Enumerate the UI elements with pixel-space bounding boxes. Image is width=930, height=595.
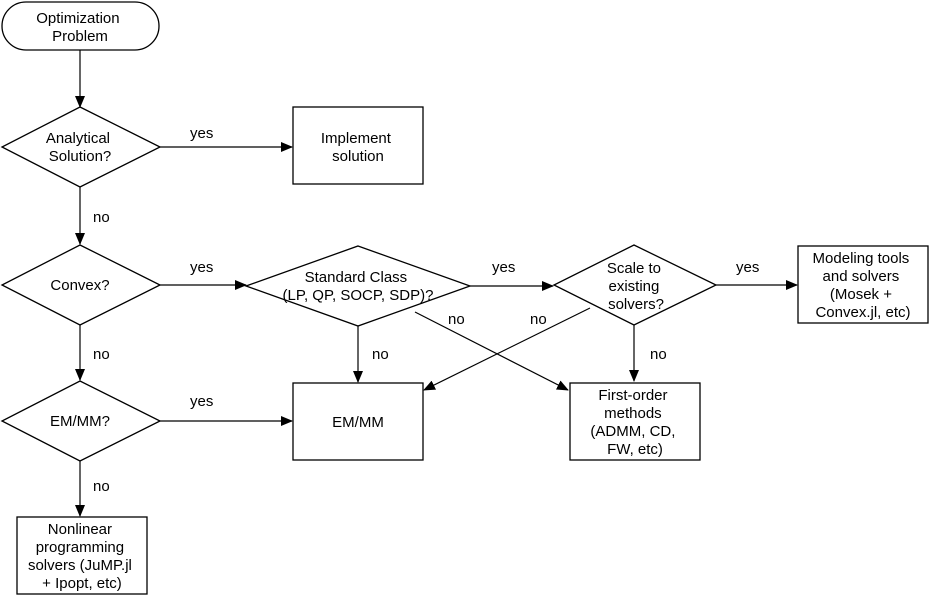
standard-class-label: Standard Class (LP, QP, SOCP, SDP)? xyxy=(283,269,434,304)
convex-yes-label: yes xyxy=(190,259,213,276)
edge-labels: yes no yes no yes no no yes no no yes no xyxy=(93,125,759,495)
first-order-methods-label: First-order methods (ADMM, CD, FW, etc) xyxy=(590,387,679,458)
scale-to-existing-label: Scale to existing solvers? xyxy=(607,260,665,313)
edge-standard-no-diag xyxy=(414,311,569,391)
nonlinear-solvers-label: Nonlinear programming solvers (JuMP.jl +… xyxy=(28,521,136,592)
standard-class-decision xyxy=(244,245,472,327)
edges xyxy=(75,50,798,517)
convex-no-label: no xyxy=(93,346,110,363)
standard-no-diag-label: no xyxy=(448,311,465,328)
emmm-no-label: no xyxy=(93,478,110,495)
first-order-methods-box xyxy=(569,382,701,461)
analytical-yes-label: yes xyxy=(190,125,213,142)
analytical-solution-decision xyxy=(0,106,162,188)
convex-label: Convex? xyxy=(50,277,109,294)
standard-yes-label: yes xyxy=(492,259,515,276)
em-mm-box-label: EM/MM xyxy=(332,414,384,431)
analytical-no-label: no xyxy=(93,209,110,226)
scale-to-existing-decision xyxy=(552,244,718,326)
scale-no-down-label: no xyxy=(650,346,667,363)
optimization-problem-label: Optimization Problem xyxy=(36,10,124,45)
implement-solution-label: Implement solution xyxy=(321,130,395,165)
modeling-tools-label: Modeling tools and solvers (Mosek + Conv… xyxy=(813,250,914,321)
em-mm-box xyxy=(292,382,424,461)
implement-solution-box xyxy=(292,106,424,185)
edge-scale-no-diag xyxy=(423,307,591,391)
node-labels: Optimization Problem Analytical Solution… xyxy=(28,10,914,592)
nonlinear-solvers-box xyxy=(16,516,148,595)
scale-no-diag-label: no xyxy=(530,311,547,328)
modeling-tools-box xyxy=(797,245,929,324)
em-mm-decision-label: EM/MM? xyxy=(50,413,110,430)
optimization-problem-node xyxy=(1,1,160,51)
convex-decision xyxy=(0,244,162,326)
emmm-yes-label: yes xyxy=(190,393,213,410)
analytical-solution-label: Analytical Solution? xyxy=(46,130,114,165)
scale-yes-label: yes xyxy=(736,259,759,276)
standard-no-down-label: no xyxy=(372,346,389,363)
em-mm-decision xyxy=(0,380,162,462)
